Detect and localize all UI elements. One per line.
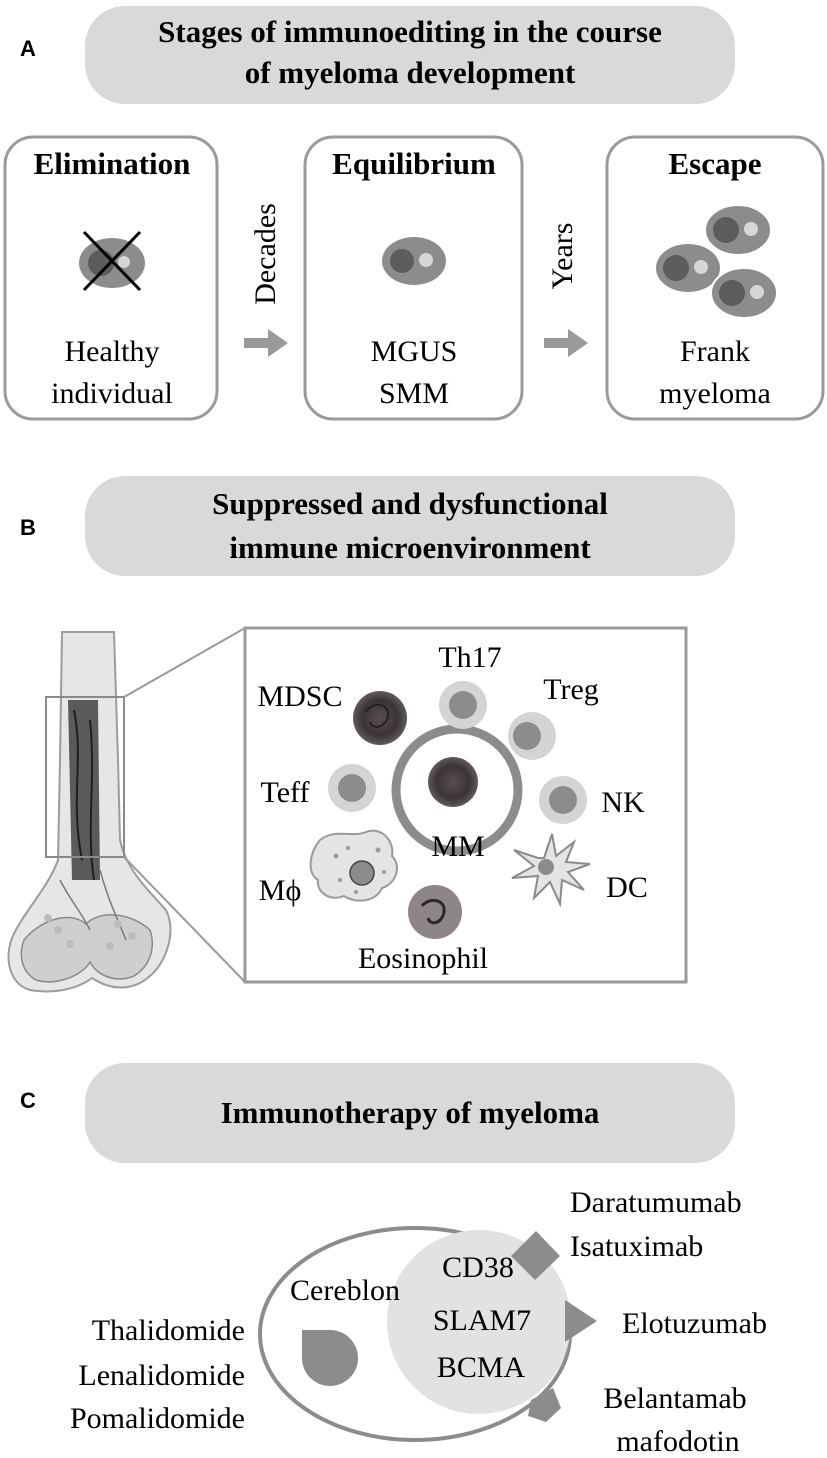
elotuzumab-binding-icon — [565, 1300, 597, 1342]
mm-cell — [428, 757, 478, 807]
label-mdsc: MDSC — [257, 680, 342, 713]
drug-belantamab: Belantamab — [603, 1382, 746, 1415]
zoom-line-bottom — [123, 856, 246, 983]
transition-label-years: Years — [546, 223, 579, 290]
label-macrophage: Mϕ — [259, 874, 301, 907]
panel-b-title-line1: Suppressed and dysfunctional — [212, 486, 608, 521]
stage-line1-equilibrium: MGUS — [371, 335, 458, 368]
arrow-right-icon — [244, 329, 288, 357]
dendritic-cell-nucleus — [538, 859, 554, 875]
drug-elotuzumab: Elotuzumab — [622, 1307, 767, 1340]
arrow-right-icon — [544, 329, 588, 357]
macrophage-nucleus — [349, 860, 375, 886]
panel-c-title: Immunotherapy of myeloma — [221, 1095, 600, 1130]
panel-c-letter: C — [20, 1088, 36, 1113]
mdsc-cell — [353, 691, 407, 745]
cereblon-icon — [302, 1330, 358, 1386]
target-slam7: SLAM7 — [433, 1304, 531, 1337]
stage-title-equilibrium: Equilibrium — [332, 146, 496, 181]
daratumumab-binding-icon — [511, 1231, 560, 1280]
zoom-line-top — [123, 627, 246, 698]
panel-b-banner — [85, 476, 735, 576]
zoom-region-box — [45, 696, 125, 858]
panel-b-title-line2: immune microenvironment — [229, 530, 591, 565]
label-nk: NK — [601, 786, 645, 819]
stage-line1-escape: Frank — [680, 335, 750, 368]
plasma-cell-cluster — [654, 204, 778, 319]
label-eosinophil: Eosinophil — [358, 942, 488, 975]
treg-cell-nucleus — [513, 722, 541, 750]
plasma-cell-eliminated — [79, 230, 145, 292]
panel-a-letter: A — [20, 36, 36, 61]
label-th17: Th17 — [438, 641, 501, 674]
stage-title-escape: Escape — [669, 146, 762, 181]
label-treg: Treg — [543, 673, 599, 706]
stage-line1-elimination: Healthy — [65, 335, 160, 368]
mm-ring — [391, 724, 523, 856]
transition-label-decades: Decades — [249, 203, 282, 305]
target-cd38: CD38 — [442, 1251, 514, 1284]
drug-lenalidomide: Lenalidomide — [78, 1359, 245, 1392]
femur-bone-illustration — [7, 631, 172, 993]
label-dc: DC — [606, 871, 648, 904]
drug-thalidomide: Thalidomide — [92, 1314, 245, 1347]
label-mm: MM — [431, 830, 484, 863]
target-bcma: BCMA — [437, 1351, 526, 1384]
stage-line2-escape: myeloma — [659, 377, 771, 410]
th17-cell-nucleus — [449, 691, 477, 719]
target-cereblon: Cereblon — [290, 1274, 400, 1307]
nk-cell-nucleus — [549, 786, 577, 814]
panel-a-title-line1: Stages of immunoediting in the course — [158, 14, 662, 49]
panel-a-banner — [85, 6, 735, 104]
drug-daratumumab: Daratumumab — [570, 1186, 742, 1219]
panel-c-banner — [85, 1063, 735, 1163]
myeloma-cell-nucleus — [387, 1230, 571, 1414]
eosinophil-cell — [408, 885, 462, 939]
panel-b-letter: B — [20, 515, 36, 540]
stage-line2-elimination: individual — [51, 377, 173, 410]
stage-title-elimination: Elimination — [34, 146, 191, 181]
drug-isatuximab: Isatuximab — [570, 1230, 703, 1263]
plasma-cell — [382, 237, 446, 285]
belantamab-binding-icon — [528, 1388, 561, 1422]
teff-cell-nucleus — [338, 774, 366, 802]
label-teff: Teff — [261, 776, 310, 809]
drug-pomalidomide: Pomalidomide — [70, 1402, 245, 1435]
panel-a-title-line2: of myeloma development — [245, 55, 576, 90]
drug-mafodotin: mafodotin — [616, 1425, 739, 1458]
stage-line2-equilibrium: SMM — [379, 377, 449, 410]
